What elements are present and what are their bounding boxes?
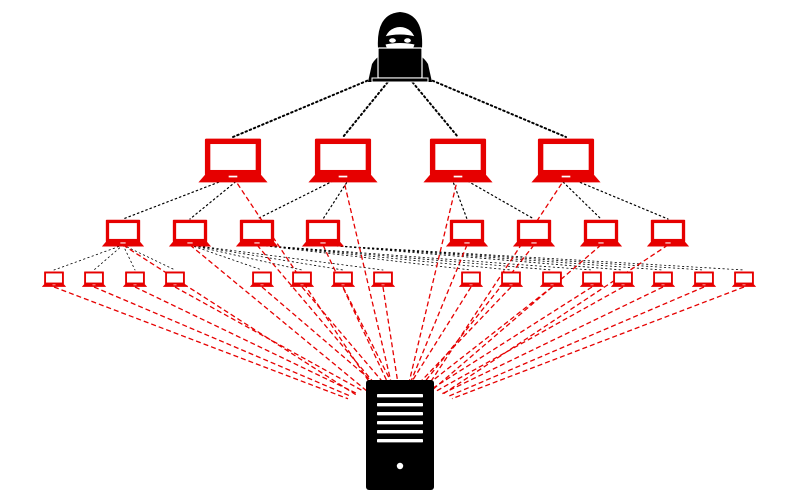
attack-link [430,286,593,391]
laptop-icon [646,219,690,247]
hooded-hacker-icon [368,12,432,83]
command-link-handler-agent [256,244,512,271]
laptop-icon [301,219,345,247]
command-link-master-handler [322,178,350,220]
laptop-icon [650,271,676,287]
attack-link [448,286,705,397]
attack-link [301,286,385,385]
command-links [53,71,745,271]
attack-link [261,286,379,387]
attack-link [189,244,367,392]
command-link-handler-agent [189,244,263,271]
attack-link [408,176,459,382]
laptop-icon [249,271,275,287]
attack-link [382,286,398,380]
laptop-icon [512,219,556,247]
laptop-icon [330,271,356,287]
attack-link [93,286,352,397]
command-link-handler-agent [256,244,593,271]
command-link-handler-agent [93,244,124,271]
attack-link [410,244,468,383]
attack-link [423,286,553,388]
attack-link [451,286,745,400]
command-link-master-handler [256,178,338,220]
attack-link [342,286,392,382]
nodes [41,12,757,490]
attack-links [53,176,745,400]
command-link-attacker-master [411,71,567,138]
command-link-handler-agent [122,244,176,271]
laptop-icon [198,138,268,183]
laptop-icon [531,138,601,183]
attack-link [417,286,512,386]
command-link-master-handler [189,178,240,220]
laptop-icon [101,219,145,247]
command-link-handler-agent [122,244,136,271]
laptop-icon [308,138,378,183]
laptop-icon [168,219,212,247]
laptop-icon [122,271,148,287]
command-link-handler-agent [256,244,472,271]
attack-link [174,286,365,393]
laptop-icon [539,271,565,287]
command-link-master-handler [122,178,228,220]
laptop-icon [162,271,188,287]
command-link-attacker-master [403,71,459,138]
laptop-icon [731,271,757,287]
attack-link [122,244,357,396]
laptop-icon [579,219,623,247]
command-link-handler-agent [189,244,344,271]
laptop-icon [81,271,107,287]
command-link-master-handler [463,178,535,220]
laptop-icon [458,271,484,287]
command-link-master-handler [451,178,468,220]
laptop-icon [370,271,396,287]
attack-link [256,244,378,388]
command-link-handler-agent [53,244,124,271]
laptop-icon [289,271,315,287]
attack-link [435,286,624,392]
laptop-icon [445,219,489,247]
attack-link [442,244,669,395]
command-link-handler-agent [189,244,384,271]
server-tower-icon [366,380,434,490]
attack-link [410,286,472,383]
command-link-handler-agent [256,244,553,271]
attack-link [342,176,392,382]
laptop-icon [498,271,524,287]
command-link-handler-agent [322,244,664,271]
attack-link [322,244,389,383]
attack-link [431,244,602,391]
attack-link [134,286,358,395]
laptop-icon [691,271,717,287]
attack-link [426,176,567,389]
laptop-icon [610,271,636,287]
command-link-master-handler [559,178,602,220]
command-link-handler-agent [322,244,745,271]
command-link-attacker-master [232,71,389,138]
laptop-icon [41,271,67,287]
laptop-icon [235,219,279,247]
attack-link [53,286,349,400]
laptop-icon [579,271,605,287]
attack-link [441,286,664,395]
command-link-attacker-master [342,71,397,138]
attack-link [232,176,374,389]
command-link-handler-agent [322,244,624,271]
laptop-icon [423,138,493,183]
command-link-handler-agent [189,244,303,271]
attack-link [420,244,535,387]
command-link-master-handler [571,178,669,220]
